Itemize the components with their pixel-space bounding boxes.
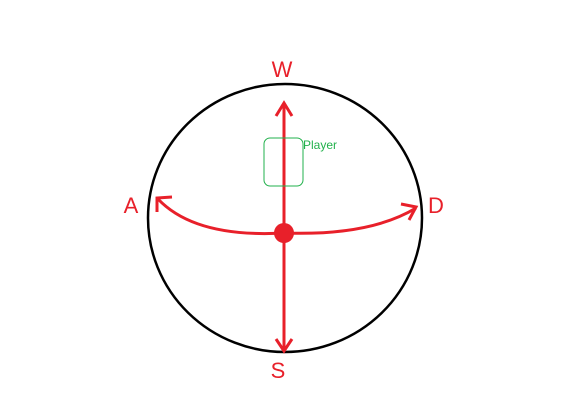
- right-curve-arrow: [283, 206, 417, 235]
- key-label-s: S: [271, 358, 286, 383]
- left-curve-arrow: [156, 197, 285, 236]
- left-arrowhead: [155, 195, 173, 212]
- down-arrowhead: [274, 338, 294, 354]
- player-box: [263, 137, 304, 187]
- center-dot: [274, 223, 294, 243]
- right-arrowhead: [400, 202, 419, 221]
- key-label-a: A: [124, 193, 139, 218]
- up-arrowhead: [274, 100, 294, 117]
- key-label-w: W: [272, 57, 293, 82]
- key-label-d: D: [428, 193, 444, 218]
- player-label: Player: [303, 138, 337, 152]
